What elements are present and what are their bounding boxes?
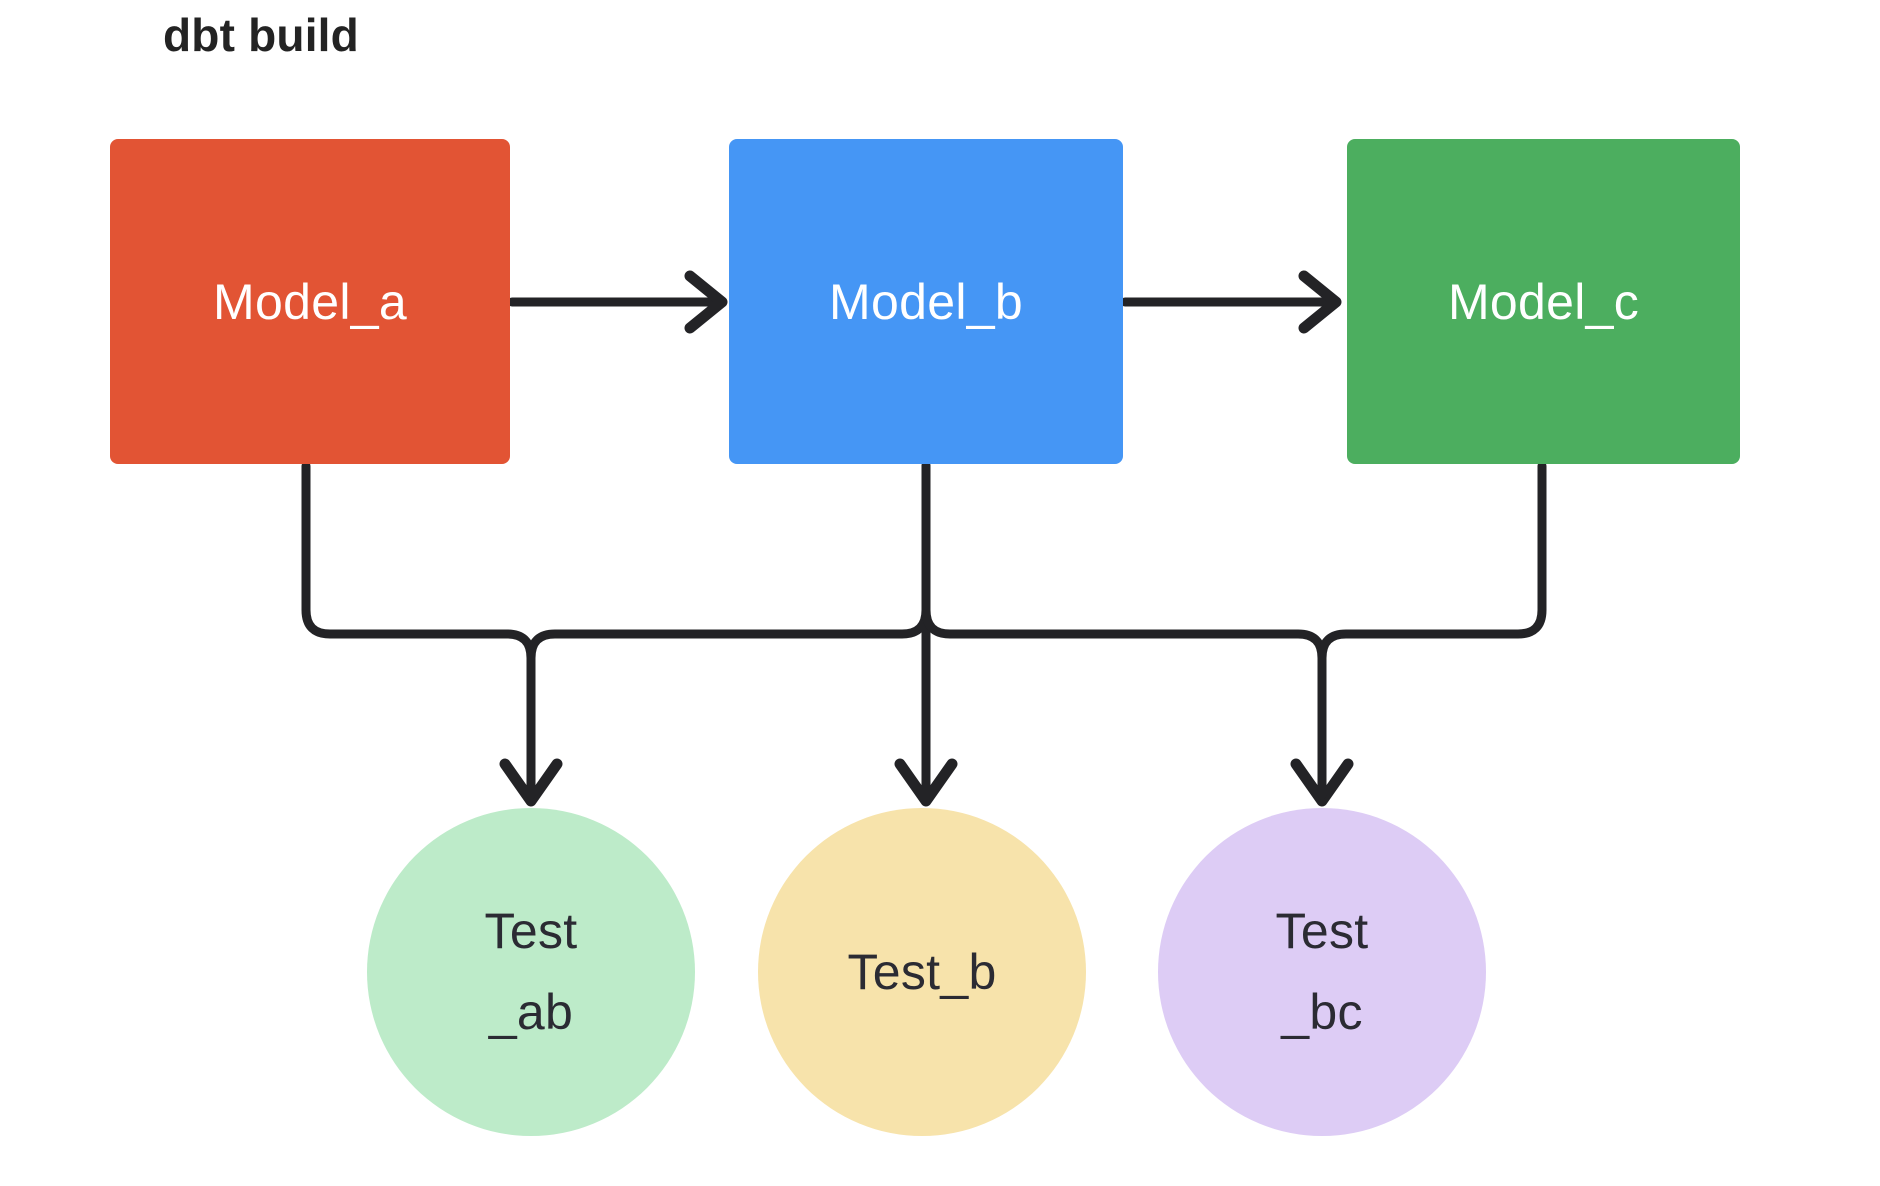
page-title: dbt build	[163, 9, 359, 61]
node-model-b[interactable]: Model_b	[729, 139, 1123, 464]
edge-model-c-to-test-bc	[1317, 461, 1547, 800]
edge-model-a-to-test-ab	[301, 461, 563, 807]
edge-model-b-to-test-ab	[526, 461, 931, 800]
edge-model-b-to-test-bc	[921, 461, 1354, 807]
edge-model-b-to-test-b	[894, 461, 958, 807]
edge-model-a-to-model-b	[507, 270, 728, 334]
node-test-b[interactable]: Test_b	[758, 808, 1086, 1136]
node-model-a[interactable]: Model_a	[110, 139, 510, 464]
node-test-bc[interactable]: Test _bc	[1158, 808, 1486, 1136]
node-test-ab[interactable]: Test _ab	[367, 808, 695, 1136]
node-model-c[interactable]: Model_c	[1347, 139, 1740, 464]
edge-model-b-to-model-c	[1120, 270, 1342, 334]
